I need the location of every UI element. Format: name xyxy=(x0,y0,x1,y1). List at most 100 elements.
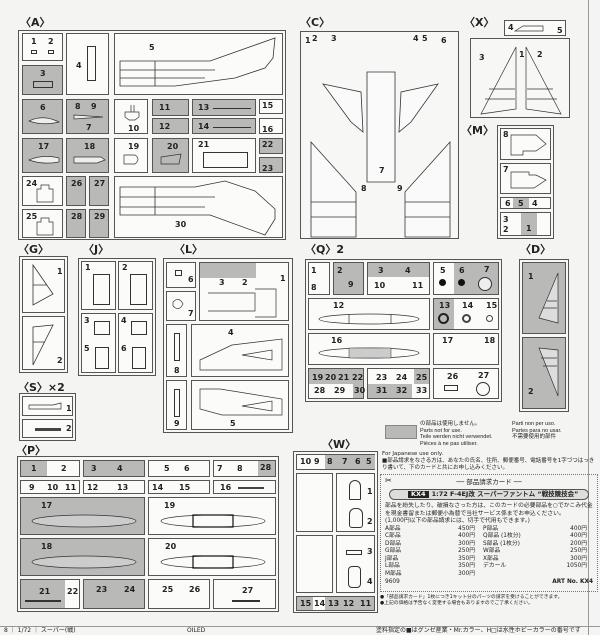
part-cell: 26 xyxy=(66,176,86,206)
part-cell: 24 xyxy=(22,176,63,206)
order-instructions: For Japanese use only. ■部品請求をなさる方は、あなたの氏… xyxy=(382,451,596,472)
part-cell: 20 xyxy=(148,538,276,576)
legend-en: Parts not for use. xyxy=(420,427,462,434)
part-number: 2 xyxy=(66,424,72,433)
footer-mid: OILED xyxy=(187,627,206,634)
part-number: 17 xyxy=(41,501,53,510)
price-entry: 300円 xyxy=(570,555,587,562)
sprue-m-title: 〈M〉 xyxy=(461,124,494,137)
part-cell: 2 xyxy=(522,337,566,409)
price-entry: P部品 xyxy=(483,525,499,532)
part-number: 10 xyxy=(47,483,59,492)
part-number: 12 xyxy=(333,301,345,310)
part-cell: 7 xyxy=(500,163,551,194)
part-number: 1 xyxy=(519,50,525,59)
part-number: 6 xyxy=(184,464,190,473)
part-cell: 22 xyxy=(259,138,283,154)
part-number: 25 xyxy=(26,212,38,221)
part-number: 1 xyxy=(57,267,63,276)
part-number: 7 xyxy=(484,265,490,274)
part-number: 8 xyxy=(311,283,317,292)
part-number: 1 xyxy=(85,263,91,272)
part-number: 17 xyxy=(38,142,50,151)
part-cell: 1 xyxy=(522,262,566,334)
part-number: 2 xyxy=(528,387,534,396)
footer-right: 塗料指定の■はグンゼ産業・Mr.カラー、H□は水性ホビーカラーの番号です xyxy=(376,627,581,634)
fuselage-half-drawing xyxy=(119,37,276,87)
part-number: 6 xyxy=(121,344,127,353)
part-number: 2 xyxy=(367,517,373,526)
price-entry: 400円 xyxy=(458,533,475,539)
price-entry: W部品 xyxy=(483,548,501,554)
part-number: 10 xyxy=(128,124,140,133)
part-number: 2 xyxy=(61,464,67,473)
sprue-l-title: 〈L〉 xyxy=(174,243,204,256)
part-number: 21 xyxy=(198,140,210,149)
part-cell: 30 xyxy=(114,176,283,238)
part-number: 5 xyxy=(164,464,170,473)
part-cell: 14 xyxy=(192,118,256,134)
part-number: 4 xyxy=(413,34,419,43)
part-cell: 12 xyxy=(152,118,189,134)
page-edge xyxy=(588,0,589,635)
price-entry: 450円 xyxy=(458,525,475,532)
part-cell: 17 xyxy=(22,138,63,173)
part-number: 3 xyxy=(91,464,97,473)
part-number: 24 xyxy=(396,373,408,382)
part-number: 21 xyxy=(338,373,350,382)
part-cell: 13 xyxy=(192,99,256,116)
part-cell: 1 xyxy=(22,396,73,416)
part-number: 5 xyxy=(149,43,155,52)
part-number: 27 xyxy=(478,371,490,380)
part-cell: 4 xyxy=(66,33,109,95)
part-number: 1 xyxy=(280,274,286,283)
part-number: 15 xyxy=(179,483,191,492)
price-entry: 200円 xyxy=(570,540,587,547)
part-number: 32 xyxy=(396,386,408,395)
part-number: 16 xyxy=(262,125,274,134)
part-number: 2 xyxy=(503,225,509,234)
legend-fr: Pièces à ne pas utiliser. xyxy=(420,440,478,447)
wing-parts-drawing xyxy=(310,71,451,238)
price-entry: D部品 xyxy=(385,540,402,547)
part-number: 9 xyxy=(29,483,35,492)
part-cell: 16 xyxy=(259,118,283,134)
legend-de: Teile werden nicht verwendet. xyxy=(420,434,493,440)
price-entry: 250円 xyxy=(570,548,587,554)
part-number: 19 xyxy=(128,142,140,151)
part-number: 5 xyxy=(440,266,446,275)
part-number: 11 xyxy=(159,103,171,112)
part-cell: 27 xyxy=(213,579,276,609)
sprue-j-title: 〈J〉 xyxy=(83,243,110,256)
part-number: 9 xyxy=(314,457,320,466)
part-cell: 7 xyxy=(166,291,196,321)
part-number: 2 xyxy=(337,266,343,275)
part-number: 29 xyxy=(94,212,106,221)
price-entry: M部品 xyxy=(385,570,402,577)
part-number: 16 xyxy=(220,483,232,492)
part-cell: 3 xyxy=(22,65,63,95)
part-number: 3 xyxy=(40,69,46,78)
part-number: 12 xyxy=(159,122,171,131)
part-number: 12 xyxy=(87,483,99,492)
part-number: 7 xyxy=(379,166,385,175)
part-number: 15 xyxy=(262,101,274,110)
part-number: 3 xyxy=(378,266,384,275)
part-number: 5 xyxy=(366,457,372,466)
part-number: 1 xyxy=(305,36,311,45)
part-cell: 21 xyxy=(192,138,256,173)
part-number: 18 xyxy=(41,542,53,551)
price-entry: L部品 xyxy=(385,563,400,569)
part-number: 18 xyxy=(84,142,96,151)
